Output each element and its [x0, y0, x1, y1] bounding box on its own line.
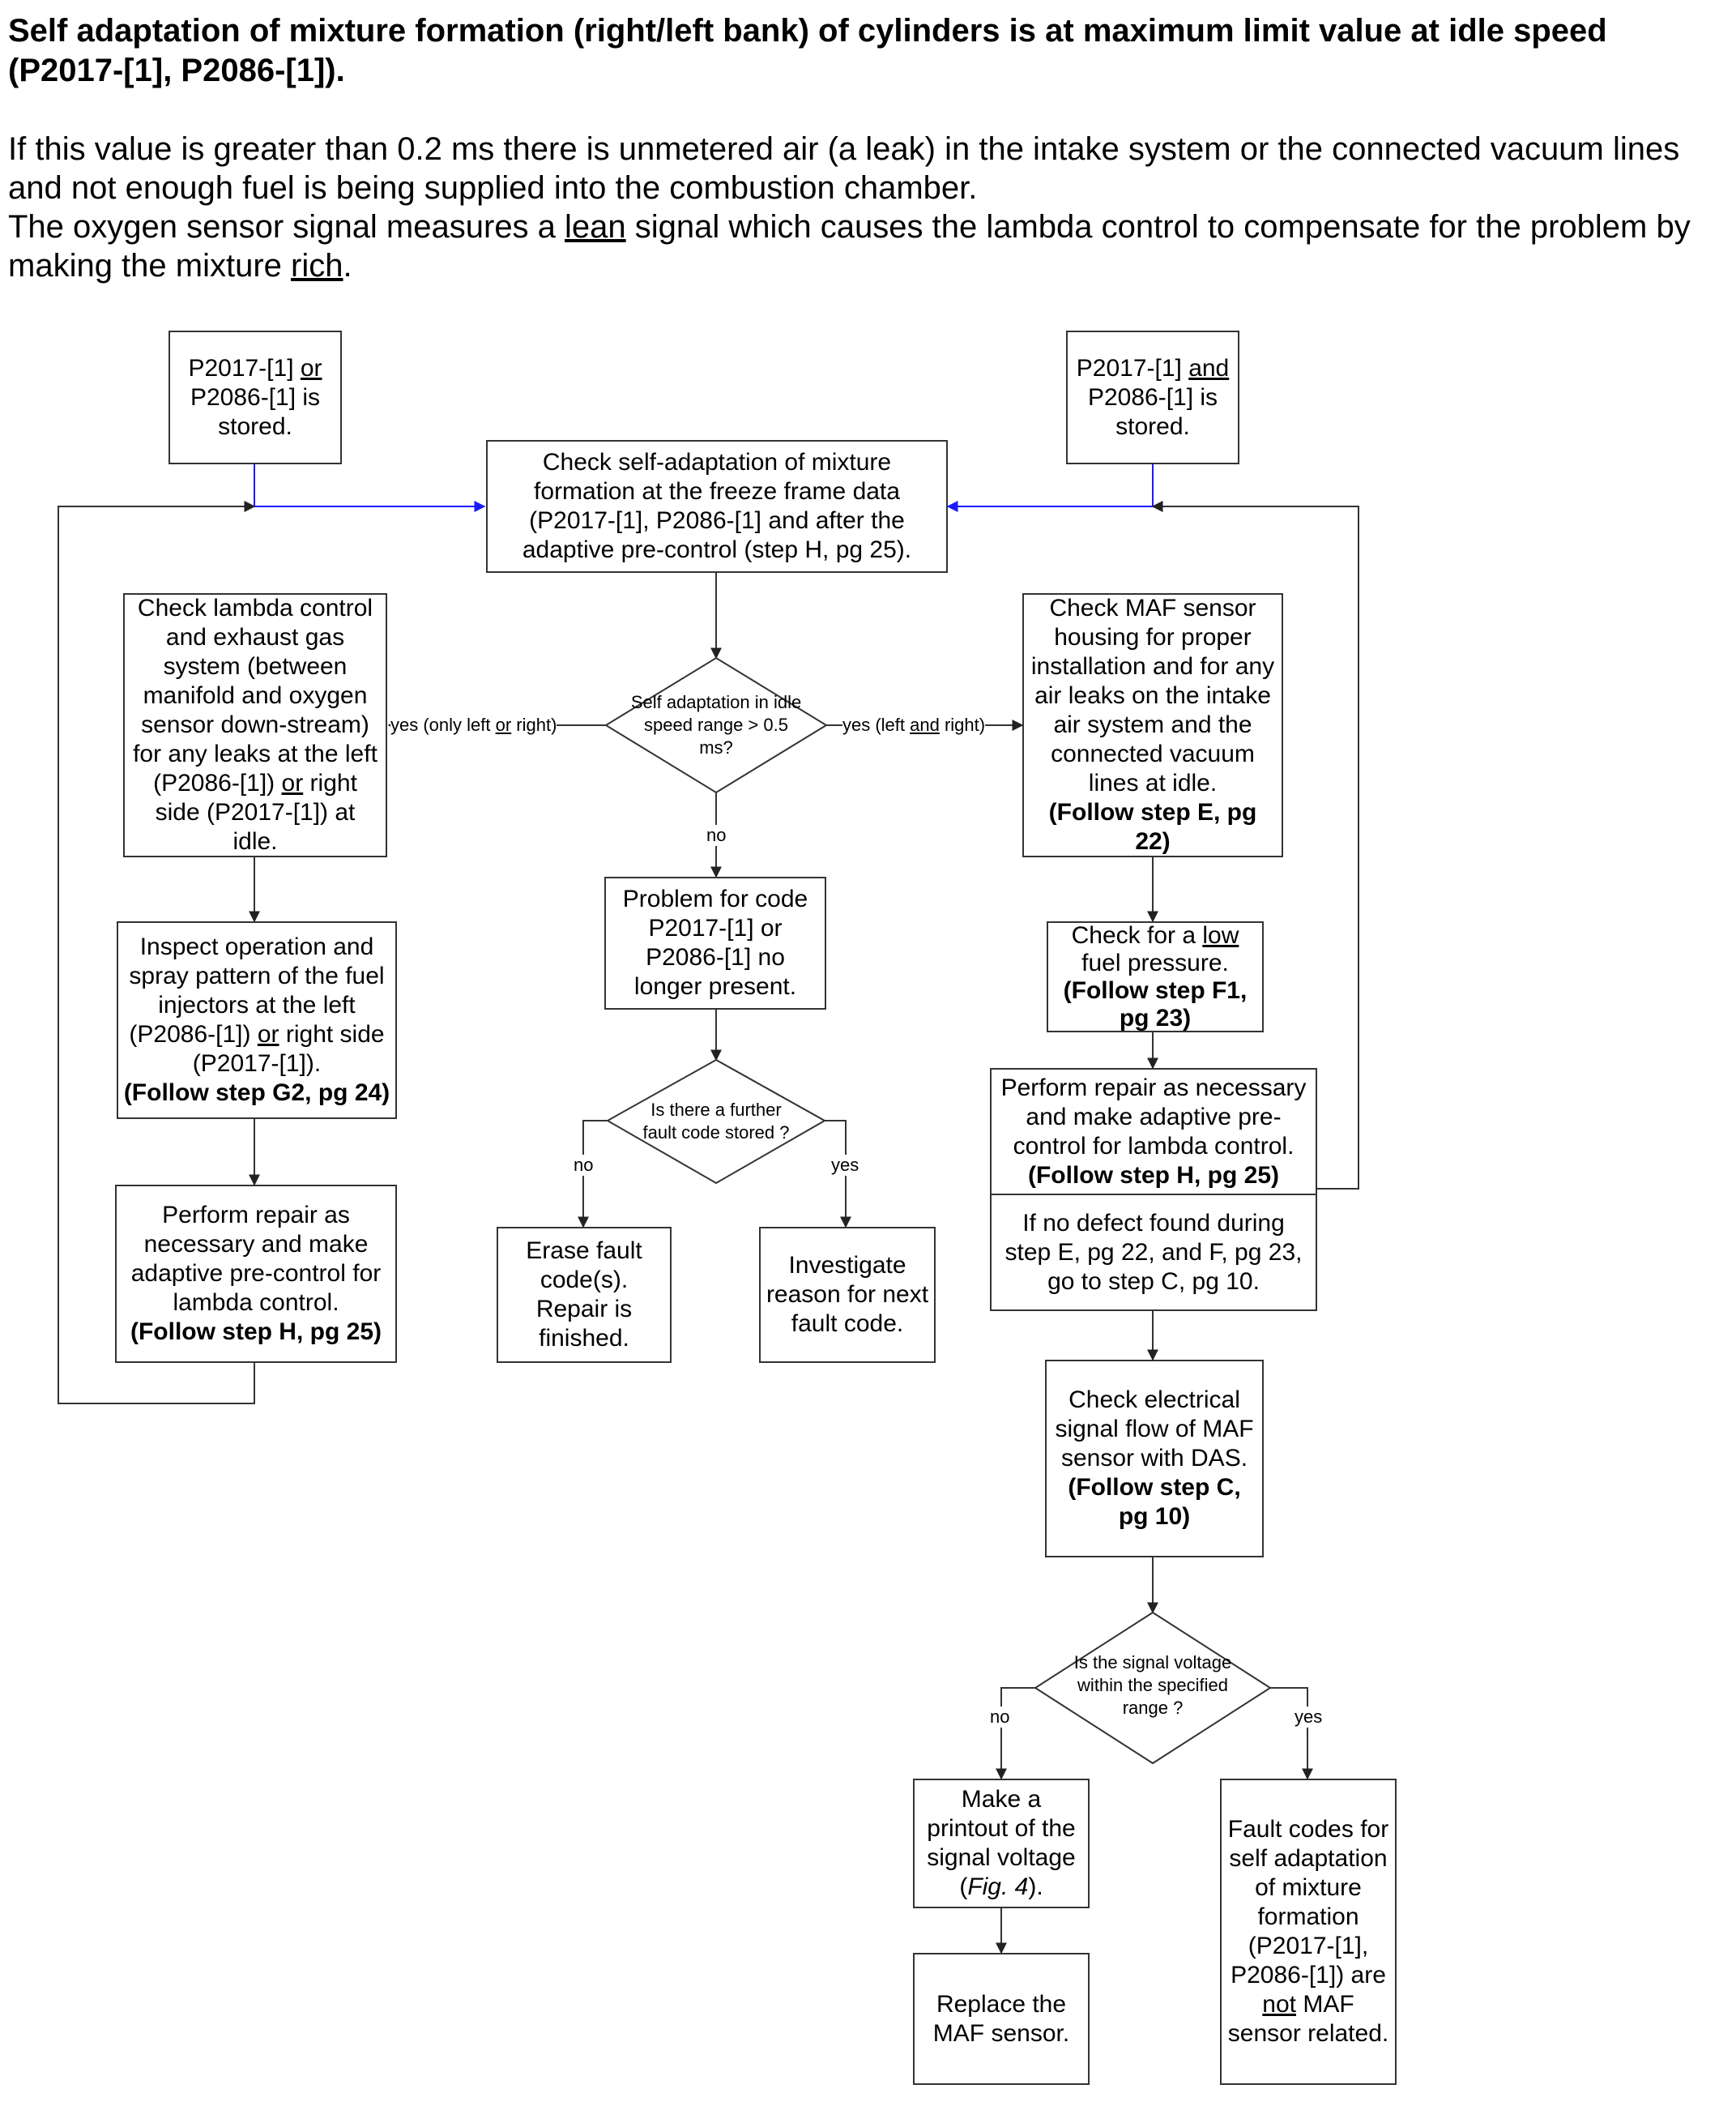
intro-line-2-part: The oxygen sensor signal measures a [8, 209, 565, 245]
node-text: Check electrical signal flow of MAF sens… [1055, 1386, 1254, 1472]
connector-stored-or [254, 464, 486, 512]
node-text-underline: or [300, 354, 322, 382]
node-text-underline: or [281, 770, 304, 797]
label-text: yes (left [842, 715, 911, 735]
node-no-defect: If no defect found during step E, pg 22,… [990, 1194, 1317, 1311]
node-check-lambda: Check lambda control and exhaust gas sys… [123, 593, 387, 857]
intro-rich-word: rich [291, 248, 343, 284]
connector-signal-no [996, 1687, 1035, 1780]
label-no-signal: no [990, 1707, 1010, 1728]
intro-lean-word: lean [565, 209, 626, 245]
node-text: If no defect found during step E, pg 22,… [1004, 1209, 1303, 1295]
node-follow-step: (Follow step H, pg 25) [130, 1318, 382, 1345]
node-follow-step: (Follow step F1, pg 23) [1063, 976, 1248, 1032]
node-inspect-injectors: Inspect operation and spray pattern of t… [117, 921, 397, 1119]
node-text: stored. [218, 412, 292, 440]
node-text: Erase fault code(s). Repair is finished. [526, 1237, 642, 1352]
node-text: Check lambda control and exhaust gas sys… [133, 595, 377, 797]
label-text: right) [939, 715, 986, 735]
page-title: Self adaptation of mixture formation (ri… [8, 13, 1607, 88]
node-investigate: Investigate reason for next fault code. [759, 1227, 936, 1363]
connector-signal-yes [1270, 1687, 1313, 1780]
connector-further-no [578, 1120, 608, 1228]
node-text: Check MAF sensor housing for proper inst… [1030, 595, 1275, 797]
node-text: MAF sensor related. [1227, 1991, 1389, 2047]
node-text: fuel pressure. [1081, 949, 1229, 976]
node-follow-step: (Follow step H, pg 25) [1027, 1161, 1279, 1189]
node-fault-not-maf: Fault codes for self adaptation of mixtu… [1220, 1779, 1397, 2085]
connector-right-loop [1151, 501, 1359, 1190]
decision-diamond-further [605, 1058, 827, 1185]
node-text: stored. [1115, 412, 1190, 440]
node-perform-repair-left: Perform repair as necessary and make ada… [115, 1185, 397, 1363]
node-text: Check self-adaptation of mixture formati… [522, 449, 912, 563]
node-text: right side (P2017-[1]). [192, 1021, 385, 1077]
node-text: P2086-[1] is [190, 383, 321, 411]
node-replace-maf: Replace the MAF sensor. [913, 1953, 1090, 2085]
intro-line-2-part: signal which causes the lambda control t… [8, 209, 1691, 284]
node-text: Problem for code P2017-[1] or P2086-[1] … [622, 886, 808, 1000]
decision-diamond-idle [604, 656, 828, 794]
node-text: right side (P2017-[1]) at idle. [155, 770, 357, 855]
node-text: Inspect operation and spray pattern of t… [129, 933, 385, 1048]
node-check-maf-housing: Check MAF sensor housing for proper inst… [1022, 593, 1283, 857]
label-text: right) [511, 715, 557, 735]
node-text: Make a printout of the signal voltage ( [927, 1786, 1076, 1900]
label-text-underline: or [495, 715, 512, 735]
intro-line-2-part: . [343, 248, 352, 284]
node-text: Perform repair as necessary and make ada… [1000, 1074, 1307, 1160]
label-text: yes (only left [390, 715, 496, 735]
decision-diamond-signal [1034, 1611, 1272, 1765]
intro-line-1: If this value is greater than 0.2 ms the… [8, 131, 1680, 206]
node-check-self-adaptation: Check self-adaptation of mixture formati… [486, 440, 948, 573]
decision-further-text: Is there a further fault code stored ? [642, 1100, 790, 1143]
label-no-idle: no [706, 825, 727, 846]
node-text: Fault codes for self adaptation of mixtu… [1227, 1816, 1389, 1989]
decision-idle-text: Self adaptation in idle speed range > 0.… [630, 692, 802, 758]
node-text-underline: not [1262, 1991, 1297, 2018]
node-text: Perform repair as necessary and make ada… [130, 1202, 382, 1316]
label-no-further: no [574, 1155, 594, 1176]
intro-line-2: The oxygen sensor signal measures a lean… [8, 207, 1730, 285]
node-text: Check for a [1071, 921, 1203, 949]
node-text: P2017-[1] [1076, 354, 1189, 382]
connector-left-loop [58, 501, 256, 1404]
node-make-printout: Make a printout of the signal voltage (F… [913, 1779, 1090, 1908]
label-yes-left-or-right: yes (only left or right) [390, 715, 557, 736]
intro-text: If this value is greater than 0.2 ms the… [8, 130, 1730, 285]
node-text-underline: and [1188, 354, 1230, 382]
node-text: P2017-[1] [188, 354, 301, 382]
node-text: P2086-[1] is [1087, 383, 1218, 411]
node-erase-fault: Erase fault code(s). Repair is finished. [497, 1227, 672, 1363]
node-text: ). [1028, 1873, 1043, 1900]
decision-signal-text: Is the signal voltage within the specifi… [1073, 1652, 1232, 1718]
node-follow-step: (Follow step C, pg 10) [1068, 1474, 1241, 1530]
label-yes-left-and-right: yes (left and right) [842, 715, 986, 736]
node-follow-step: (Follow step E, pg 22) [1048, 799, 1257, 855]
node-problem-no-longer: Problem for code P2017-[1] or P2086-[1] … [604, 877, 826, 1010]
node-text-underline: low [1202, 921, 1239, 949]
node-text: Investigate reason for next fault code. [766, 1252, 929, 1337]
connector-stored-and [946, 464, 1154, 512]
node-figure-ref: Fig. 4 [967, 1873, 1029, 1900]
node-check-electrical: Check electrical signal flow of MAF sens… [1045, 1360, 1264, 1557]
node-text: Replace the MAF sensor. [932, 1990, 1070, 2047]
label-yes-further: yes [831, 1155, 859, 1176]
label-text-underline: and [910, 715, 940, 735]
node-text-underline: or [257, 1021, 279, 1048]
node-follow-step: (Follow step G2, pg 24) [123, 1079, 390, 1106]
label-yes-signal: yes [1295, 1707, 1323, 1728]
node-check-low-fuel: Check for a low fuel pressure.(Follow st… [1047, 921, 1264, 1032]
connector-further-yes [825, 1120, 851, 1228]
node-perform-repair-right: Perform repair as necessary and make ada… [990, 1068, 1317, 1195]
